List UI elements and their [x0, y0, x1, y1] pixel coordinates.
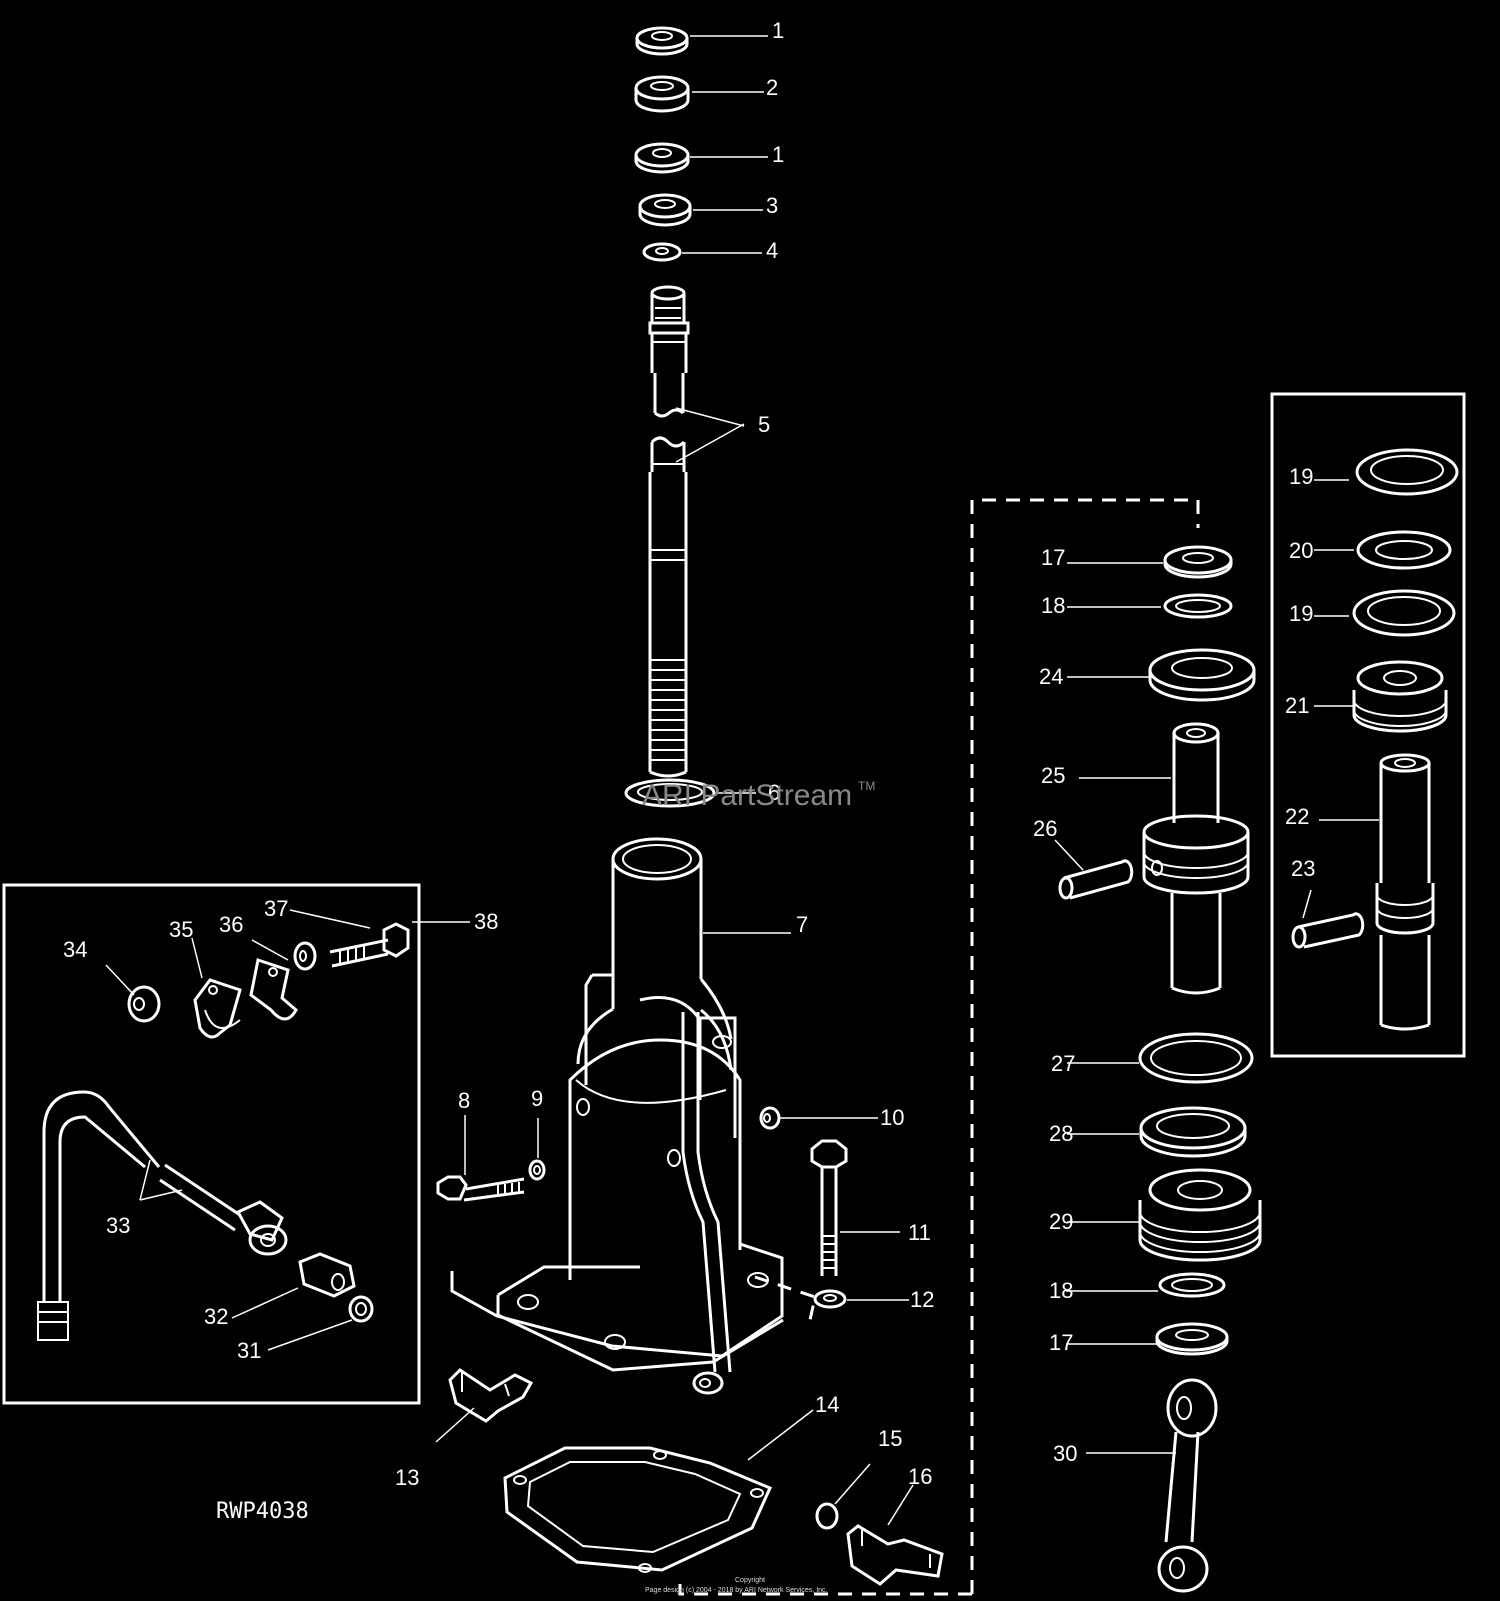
- callout-37: 37: [264, 896, 288, 921]
- callout-4: 4: [766, 238, 778, 263]
- nut-part-9: [528, 1159, 546, 1181]
- inset-box-left: [2, 883, 421, 1405]
- callout-22: 22: [1285, 804, 1309, 829]
- washer-part-19-top: [1355, 448, 1459, 496]
- callout-19-lower: 19: [1289, 601, 1313, 626]
- leader-lines: [105, 35, 1379, 1526]
- washer-part-1-top: [635, 26, 689, 56]
- callout-28: 28: [1049, 1121, 1073, 1146]
- bolt-part-37: [329, 922, 410, 968]
- nut-part-32: [298, 1252, 356, 1298]
- callout-23: 23: [1291, 856, 1315, 881]
- callout-2: 2: [766, 75, 778, 100]
- callout-21: 21: [1285, 693, 1309, 718]
- copyright-line-2: Page design (c) 2004 - 2018 by ARI Netwo…: [645, 1587, 828, 1594]
- callout-12: 12: [910, 1287, 934, 1312]
- washer-part-24: [1148, 648, 1256, 702]
- washer-part-17-top: [1163, 545, 1233, 579]
- callout-20: 20: [1289, 538, 1313, 563]
- callout-9: 9: [531, 1086, 543, 1111]
- bolt-part-8: [436, 1175, 525, 1202]
- callout-33: 33: [106, 1213, 130, 1238]
- callout-1-top: 1: [772, 18, 784, 43]
- retainer-part-21: [1352, 660, 1448, 733]
- fuel-line-part-33: [37, 1090, 288, 1341]
- callout-34: 34: [63, 937, 87, 962]
- plug-part-10: [759, 1106, 781, 1130]
- washer-part-19-lower: [1352, 589, 1456, 637]
- kit-box-dashed-outline: [970, 498, 1200, 1594]
- callout-26: 26: [1033, 816, 1057, 841]
- washer-part-2: [634, 75, 690, 113]
- watermark-text: ARI PartStream: [642, 779, 852, 812]
- watermark-tm: TM: [858, 779, 875, 793]
- callout-18-lower: 18: [1049, 1278, 1073, 1303]
- callout-19-top: 19: [1289, 464, 1313, 489]
- washer-part-36: [293, 941, 317, 971]
- o-ring-part-15: [815, 1502, 839, 1530]
- callout-15: 15: [878, 1426, 902, 1451]
- callout-27: 27: [1051, 1051, 1075, 1076]
- callout-25: 25: [1041, 763, 1065, 788]
- washer-part-17-lower: [1155, 1322, 1229, 1356]
- washer-part-34: [127, 985, 161, 1023]
- callout-16: 16: [908, 1464, 932, 1489]
- callout-3: 3: [766, 193, 778, 218]
- clamp-part-35: [193, 978, 242, 1039]
- copyright-line-1: Copyright: [735, 1577, 765, 1584]
- callout-13: 13: [395, 1465, 419, 1490]
- callout-8: 8: [458, 1088, 470, 1113]
- o-ring-part-6: [624, 778, 716, 808]
- o-ring-part-18-top: [1163, 593, 1233, 619]
- washer-part-4: [642, 242, 682, 262]
- clamp-part-36: [249, 958, 298, 1021]
- callout-5: 5: [758, 412, 770, 437]
- pump-housing-part-7: [450, 837, 784, 1395]
- callout-35: 35: [169, 917, 193, 942]
- pin-part-23: [1291, 912, 1365, 949]
- callout-10: 10: [880, 1105, 904, 1130]
- washer-part-1-lower: [634, 142, 690, 174]
- callout-38: 38: [474, 909, 498, 934]
- callout-30: 30: [1053, 1441, 1077, 1466]
- elbow-fitting-part-16: [846, 1524, 944, 1586]
- callout-24: 24: [1039, 664, 1063, 689]
- bolt-part-11: [810, 1139, 848, 1276]
- callout-17-lower: 17: [1049, 1330, 1073, 1355]
- callout-29: 29: [1049, 1209, 1073, 1234]
- drawing-code: RWP4038: [216, 1499, 309, 1524]
- pin-part-26: [1058, 859, 1134, 900]
- gasket-part-14: [503, 1446, 773, 1573]
- callout-36: 36: [219, 912, 243, 937]
- callout-17-top: 17: [1041, 545, 1065, 570]
- elbow-fitting-part-13: [448, 1368, 534, 1423]
- callout-32: 32: [204, 1304, 228, 1329]
- o-ring-part-18-lower: [1158, 1272, 1226, 1298]
- plunger-part-25: [1142, 722, 1250, 995]
- callout-31: 31: [237, 1338, 261, 1363]
- retainer-part-29: [1138, 1168, 1262, 1262]
- shaft-part-5-lower: [648, 436, 688, 778]
- callout-18-top: 18: [1041, 593, 1065, 618]
- washer-part-12: [813, 1289, 847, 1309]
- barrel-part-22: [1375, 753, 1435, 1031]
- callout-14: 14: [815, 1392, 839, 1417]
- shaft-part-5-upper: [648, 285, 690, 418]
- callout-1-lower: 1: [772, 142, 784, 167]
- callout-7: 7: [796, 912, 808, 937]
- inset-box-right: [1270, 392, 1466, 1058]
- washer-part-28: [1139, 1106, 1247, 1158]
- o-ring-part-27: [1138, 1032, 1254, 1084]
- callout-6: 6: [768, 780, 780, 805]
- callout-11: 11: [908, 1220, 931, 1245]
- ring-part-20: [1356, 530, 1452, 570]
- link-part-30: [1157, 1378, 1218, 1593]
- callout-labels: 1 2 1 3 4 5 6 7 8 9 10 11 12 13 14 15 16…: [63, 18, 1315, 1490]
- o-ring-part-31: [348, 1295, 374, 1323]
- assembly-path-dashed: [754, 1275, 817, 1326]
- washer-part-3: [638, 193, 692, 227]
